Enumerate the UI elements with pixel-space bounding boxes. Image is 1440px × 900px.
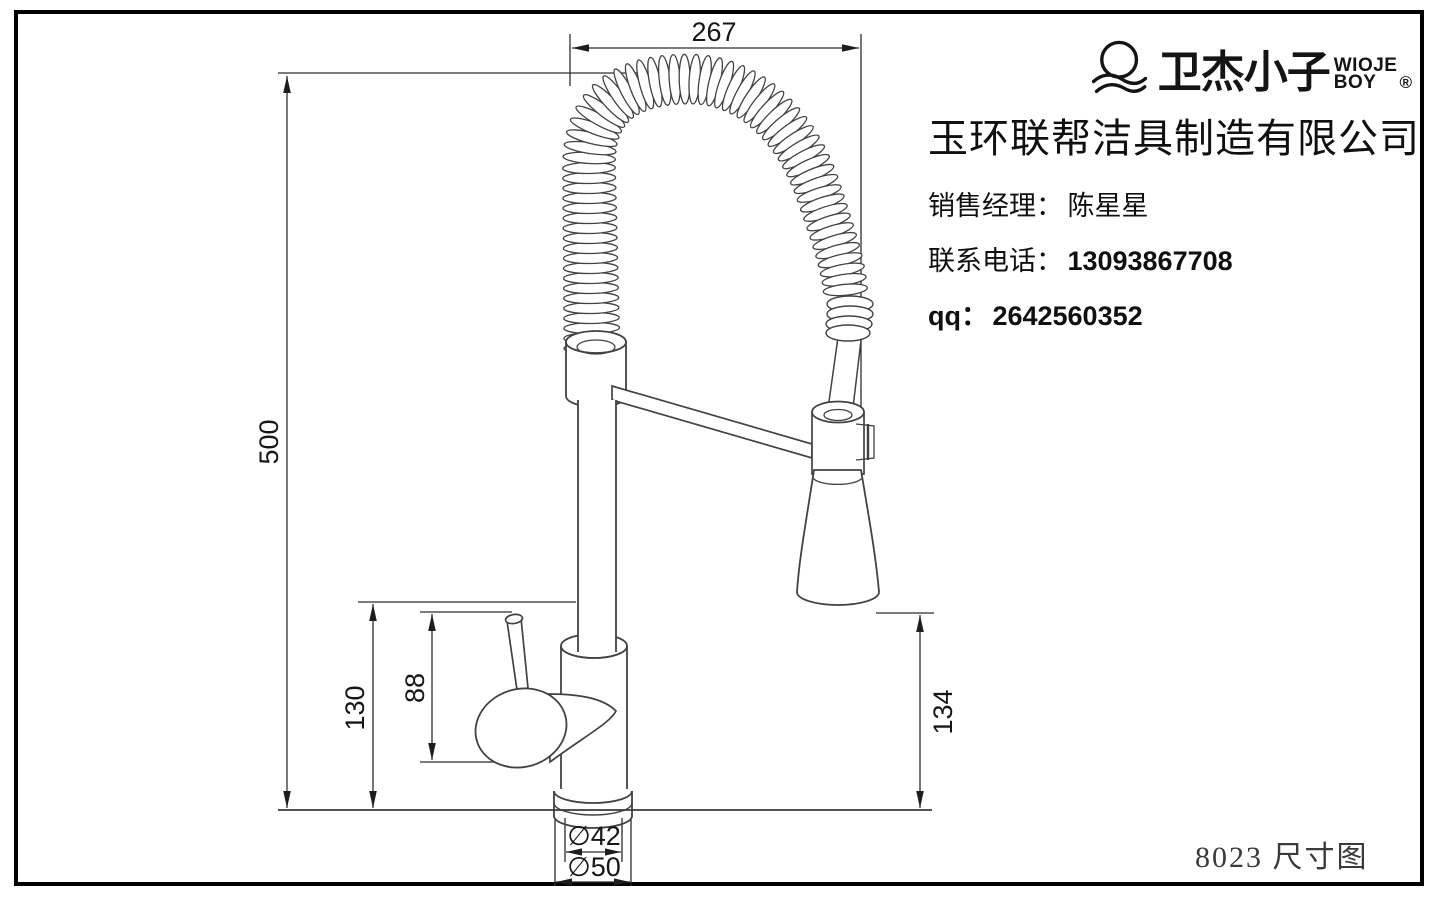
phone-line: 联系电话： 13093867708 [928, 239, 1233, 278]
dim-body-height-label: 130 [340, 685, 370, 730]
handle-cone [548, 693, 618, 764]
dim-top-width-label: 267 [691, 17, 736, 47]
company-name: 玉环联帮洁具制造有限公司 [928, 116, 1420, 161]
brand-logo: 卫杰小子 WIOJE BOY ® [1092, 30, 1412, 106]
brand-name-en-top: WIOJE [1333, 54, 1398, 76]
dim-spray-drop-label: 134 [928, 689, 958, 734]
drawing-caption: 8023 尺寸图 [1195, 841, 1369, 874]
spring-hose-coil [562, 53, 868, 355]
spring-collar [565, 330, 627, 408]
qq-label: qq： [928, 301, 988, 331]
phone-label: 联系电话： [928, 246, 1063, 276]
dim-total-height-label: 500 [254, 419, 284, 464]
riser-pipe [560, 400, 628, 659]
dim-base-top-diameter-label: ∅42 [567, 821, 621, 851]
dim-base-bottom-diameter-label: ∅50 [567, 852, 621, 882]
brand-name-cn: 卫杰小子 [1157, 48, 1331, 97]
sales-manager-value: 陈星星 [1067, 191, 1149, 221]
brand-name-en-bottom: BOY [1333, 72, 1377, 93]
handle-knob [474, 687, 568, 769]
sales-manager-line: 销售经理： 陈星星 [928, 184, 1148, 223]
phone-value: 13093867708 [1067, 246, 1233, 276]
spray-head [796, 469, 880, 606]
cap-wave-icon [1092, 40, 1148, 94]
registered-mark: ® [1399, 73, 1412, 92]
qq-line: qq： 2642560352 [928, 294, 1143, 333]
spring-end-coils [825, 295, 874, 342]
qq-value: 2642560352 [992, 301, 1143, 331]
dimension-arrowheads [283, 44, 924, 886]
spray-head-holder [811, 400, 875, 475]
support-arm [611, 384, 813, 460]
page-border [14, 10, 1424, 886]
sales-manager-label: 销售经理： [928, 191, 1063, 221]
dim-handle-height-label: 88 [400, 673, 430, 703]
